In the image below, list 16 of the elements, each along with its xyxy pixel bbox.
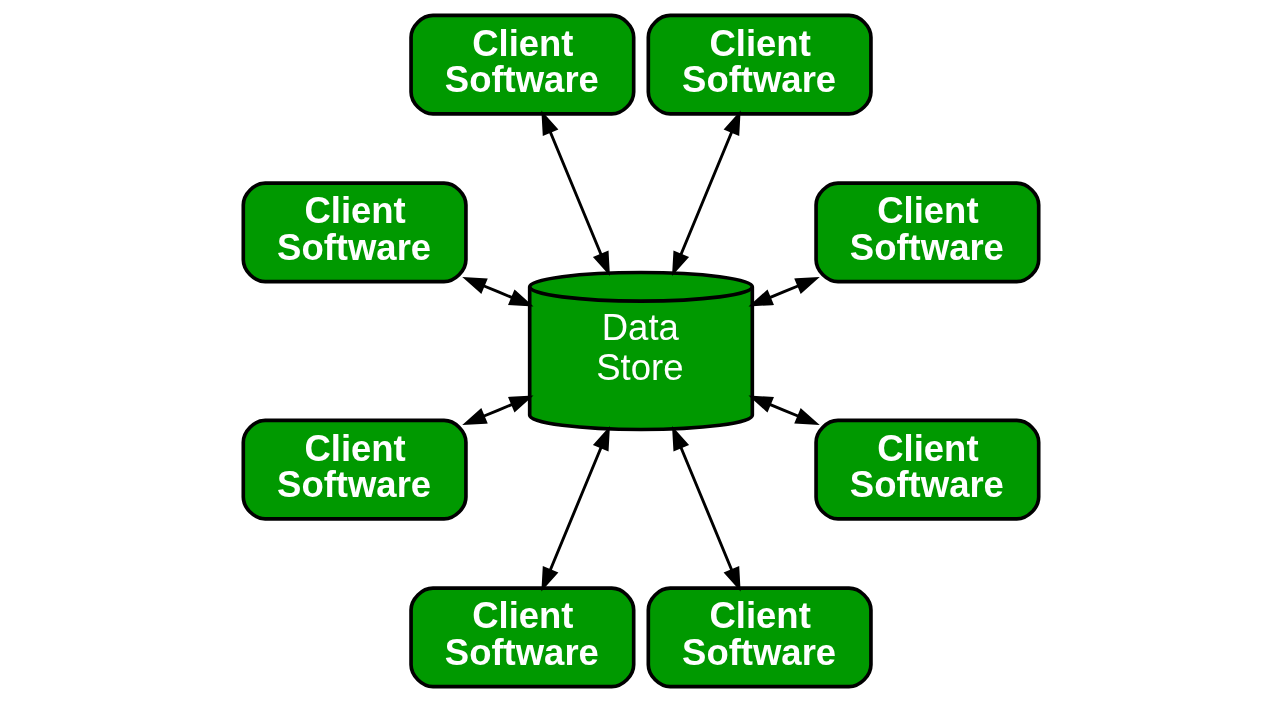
arrow	[461, 395, 534, 426]
node-box: Client Software	[408, 13, 635, 116]
arrow	[540, 110, 610, 277]
node-box: Client Software	[408, 586, 635, 689]
node-box: Client Software	[813, 181, 1041, 284]
arrow	[747, 276, 820, 307]
arrow	[747, 395, 820, 426]
arrow	[540, 425, 610, 592]
arrow	[671, 110, 741, 277]
node-box: Client Software	[240, 418, 468, 521]
node-box: Client Software	[240, 181, 468, 284]
arrow	[461, 276, 534, 307]
arrow	[671, 425, 741, 592]
node-box: Client Software	[646, 586, 873, 689]
node-box: Client Software	[813, 418, 1041, 521]
node-box: Client Software	[646, 13, 873, 116]
